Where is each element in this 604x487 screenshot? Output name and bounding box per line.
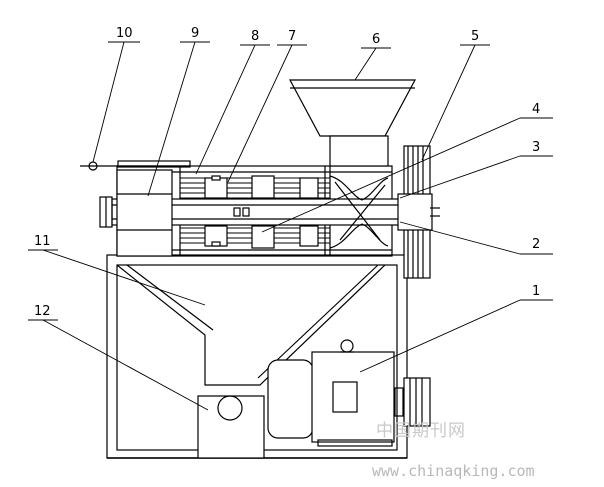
callout-labels: 10 9 8 7 6 5 4 3 2 1 11 12 [34, 26, 540, 319]
large-pulley [397, 145, 440, 279]
callout-12: 12 [34, 304, 51, 319]
callout-5: 5 [471, 29, 479, 44]
callout-4: 4 [532, 102, 540, 117]
feed-screw [329, 175, 389, 249]
callout-8: 8 [251, 29, 259, 44]
callout-6: 6 [372, 32, 380, 47]
oil-tank [197, 395, 265, 459]
watermark-cn: 中国期刊网 [376, 421, 466, 441]
callout-7: 7 [288, 29, 296, 44]
watermark-url: www.chinaqking.com [372, 462, 535, 480]
leader-lines [28, 41, 553, 411]
collecting-hopper [116, 264, 386, 386]
callout-3: 3 [532, 140, 540, 155]
callout-11: 11 [34, 234, 51, 249]
callout-2: 2 [532, 237, 540, 252]
adjusting-handle [80, 160, 191, 171]
feed-hopper [288, 79, 417, 167]
screw-segments [204, 175, 319, 249]
callout-10: 10 [116, 26, 133, 41]
callout-1: 1 [532, 284, 540, 299]
motor [267, 339, 404, 447]
callout-9: 9 [191, 26, 199, 41]
cake-outlet [99, 169, 173, 257]
small-pulley [403, 377, 431, 427]
